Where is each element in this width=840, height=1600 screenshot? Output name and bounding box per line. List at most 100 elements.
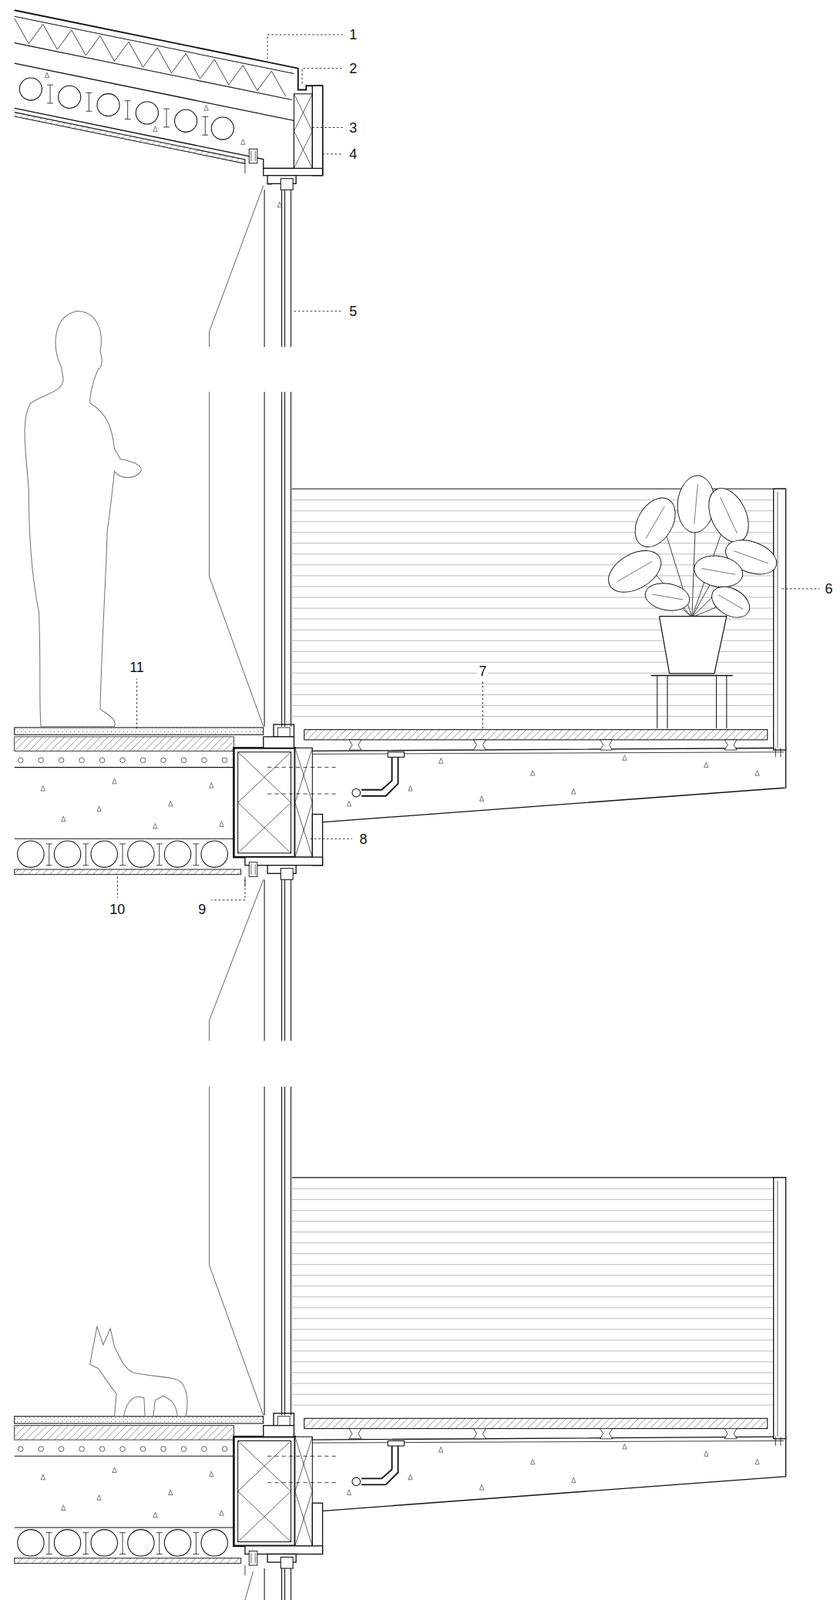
- balustrade: [292, 1307, 774, 1308]
- floor-section: [156, 864, 163, 866]
- plant-figure: [642, 580, 692, 615]
- floor-section: [312, 1436, 786, 1512]
- balustrade: [292, 1231, 774, 1233]
- window-glazing: [284, 391, 286, 726]
- person-figure: [24, 311, 142, 727]
- leader-line: [322, 153, 343, 155]
- roof-section: [85, 92, 92, 94]
- floor-section: [755, 1458, 760, 1465]
- balustrade: [292, 1328, 774, 1330]
- floor-section: [14, 869, 242, 875]
- floor-section: [248, 1550, 258, 1566]
- window-glazing: [290, 1568, 292, 1600]
- window-glazing: [264, 1568, 266, 1600]
- plant-figure: [626, 490, 683, 555]
- roof-section: [14, 112, 246, 165]
- floor-section: [168, 800, 173, 807]
- floor-section: [158, 1532, 160, 1555]
- floor-section: [192, 843, 199, 844]
- floor-section: [140, 757, 146, 763]
- floor-section: [61, 1505, 66, 1511]
- floor-section: [238, 1491, 292, 1543]
- floor-section: [99, 1446, 105, 1452]
- curtain-line: [209, 1086, 264, 1415]
- roof-section: [163, 108, 170, 110]
- balustrade: [780, 747, 782, 757]
- leader-line: [310, 838, 353, 840]
- floor-section: [38, 1446, 44, 1452]
- roof-section: [47, 84, 54, 86]
- window-glazing: [284, 189, 286, 347]
- floor-section: [79, 757, 85, 763]
- floor-section: [14, 727, 264, 735]
- roof-section: [14, 16, 295, 74]
- floor-section: [153, 823, 158, 829]
- window-glazing: [290, 879, 292, 1041]
- plant-figure: [718, 594, 743, 610]
- floor-section: [238, 1440, 292, 1492]
- curtain-line: [209, 391, 264, 726]
- floor-section: [85, 843, 87, 866]
- balustrade: [292, 1372, 774, 1374]
- window-glazing: [281, 1568, 283, 1600]
- floor-section: [349, 739, 362, 750]
- floor-section: [192, 1532, 199, 1533]
- floor-section: [250, 1552, 252, 1563]
- balustrade: [292, 1253, 774, 1254]
- floor-section: [221, 757, 228, 763]
- roof-section: [14, 10, 323, 207]
- floor-section: [361, 1445, 399, 1485]
- callout-number: 10: [107, 901, 127, 918]
- floor-section: [201, 1529, 228, 1556]
- floor-section: [17, 757, 24, 763]
- floor-section: [164, 1529, 191, 1556]
- floor-section: [156, 1532, 163, 1533]
- floor-section: [181, 757, 187, 763]
- balustrade: [292, 597, 774, 599]
- window-glazing: [264, 1086, 266, 1415]
- window-glazing: [281, 189, 283, 347]
- floor-section: [233, 747, 295, 857]
- floor-section: [295, 802, 313, 857]
- balustrade: [292, 1285, 774, 1287]
- floor-section: [53, 840, 81, 867]
- floor-section: [192, 864, 199, 866]
- balustrade: [292, 683, 774, 685]
- floor-section: [622, 755, 627, 761]
- roof-section: [277, 201, 282, 208]
- person-figure: [24, 311, 142, 727]
- floor-section: [156, 1553, 163, 1555]
- floor-section: [571, 1477, 576, 1483]
- floor-section: [161, 757, 167, 763]
- floor-section: [97, 806, 101, 812]
- curtain-line: [209, 185, 264, 347]
- floor-section: [40, 785, 45, 791]
- window-glazing: [290, 391, 292, 726]
- floor-section: [14, 736, 235, 752]
- floor-section: [122, 1532, 124, 1555]
- floor-section: [238, 1491, 292, 1543]
- roof-section: [248, 148, 258, 164]
- plant-figure: [700, 481, 756, 548]
- floor-section: [295, 1491, 313, 1546]
- floor-section: [14, 1425, 235, 1441]
- callout-number: 1: [347, 26, 359, 43]
- floor-section: [61, 816, 66, 822]
- floor-section: [156, 843, 163, 844]
- floor-section: [233, 1436, 295, 1546]
- floor-section: [267, 1455, 337, 1457]
- floor-section: [438, 1446, 443, 1452]
- floor-section: [244, 1565, 246, 1576]
- floor-section: [263, 736, 295, 749]
- floor-section: [161, 1446, 167, 1452]
- floor-section: [600, 1428, 613, 1439]
- floor-section: [192, 1553, 199, 1555]
- roof-section: [124, 100, 132, 101]
- floor-section: [122, 843, 124, 866]
- plant-figure: [651, 594, 683, 600]
- floor-section: [622, 1443, 627, 1449]
- window-glazing: [290, 189, 292, 347]
- floor-section: [112, 778, 117, 784]
- balustrade: [292, 1263, 774, 1265]
